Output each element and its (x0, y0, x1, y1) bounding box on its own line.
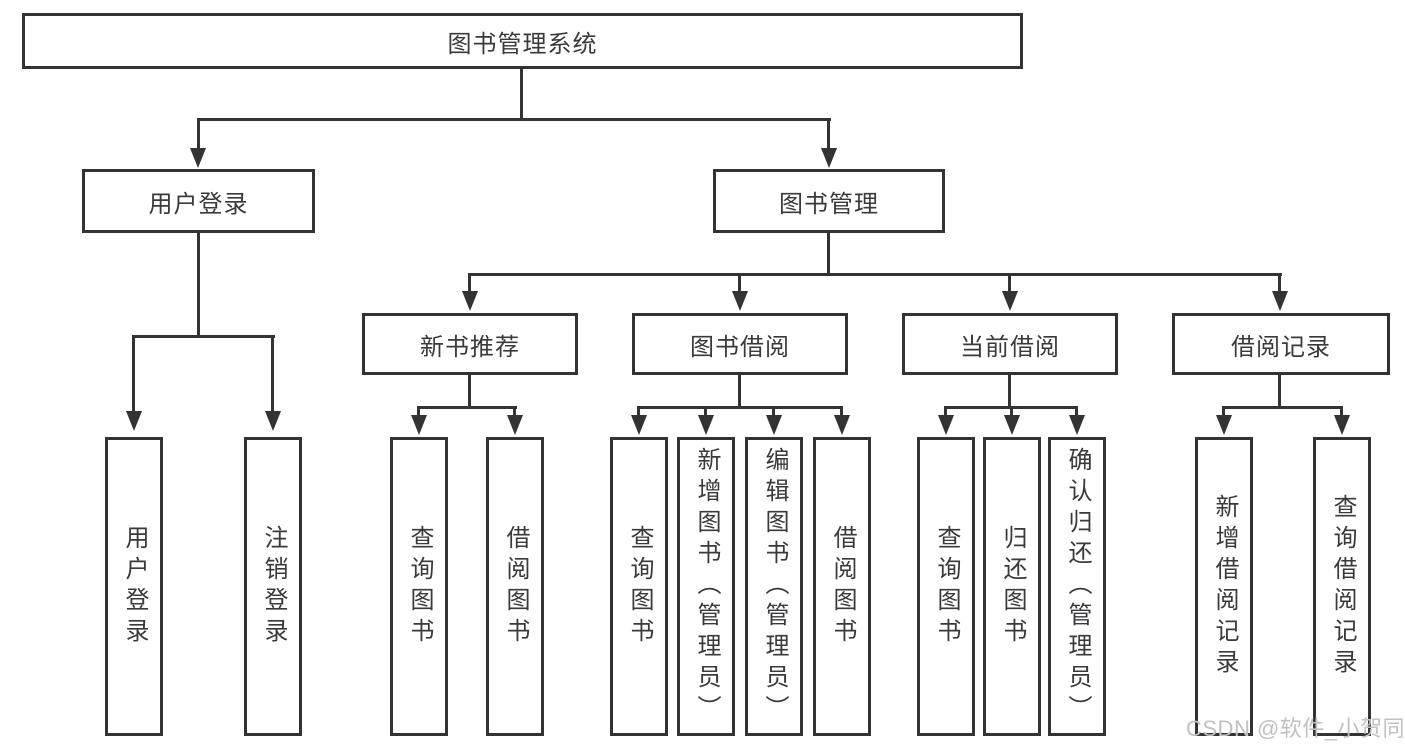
arrowhead-leaf-icon (1004, 415, 1020, 435)
connector-arrow-borrow-record-stem (1278, 273, 1281, 293)
connector-book-borrow-distributor (637, 406, 843, 409)
leaf-borrow-books-borrowing-label: 借阅图书 (829, 524, 856, 649)
arrowhead-borrow-record-icon (1272, 291, 1288, 311)
arrowhead-book-management-icon (821, 148, 837, 168)
connector-leaf-stem (637, 406, 640, 417)
leaf-query-books-current-label: 查询图书 (933, 524, 960, 649)
connector-arrow-book-borrow-stem (738, 273, 741, 293)
connector-arrow-current-borrow-stem (1008, 273, 1011, 293)
leaf-query-books-recommend: 查询图书 (390, 437, 448, 736)
leaf-add-books-admin: 新增图书（管理员） (677, 437, 735, 736)
leaf-logout: 注销登录 (244, 437, 302, 736)
leaf-edit-books-admin: 编辑图书（管理员） (745, 437, 803, 736)
leaf-query-books-borrowing: 查询图书 (610, 437, 668, 736)
leaf-query-books-borrowing-label: 查询图书 (626, 524, 653, 649)
arrowhead-leaf-icon (1069, 415, 1085, 435)
leaf-return-books: 归还图书 (983, 437, 1041, 736)
connector-leaf-stem (840, 406, 843, 417)
connector-leaf-stem (704, 406, 707, 417)
connector-current-borrow-stem (1008, 375, 1011, 406)
node-user-login: 用户登录 (82, 169, 315, 233)
connector-new-book-stem (468, 375, 471, 406)
leaf-return-books-label: 归还图书 (999, 524, 1026, 649)
arrowhead-book-borrow-icon (732, 291, 748, 311)
leaf-borrow-books-recommend: 借阅图书 (486, 437, 544, 736)
connector-leaf-stem (1010, 406, 1013, 417)
leaf-user-login-label: 用户登录 (121, 524, 148, 649)
leaf-query-borrow-record: 查询借阅记录 (1313, 437, 1371, 736)
leaf-add-books-admin-label: 新增图书（管理员） (693, 447, 720, 726)
arrowhead-leaf-icon (766, 415, 782, 435)
arrowhead-current-borrow-icon (1002, 291, 1018, 311)
node-user-login-label: 用户登录 (148, 190, 249, 218)
connector-arrow-book-management-stem (827, 118, 830, 150)
connector-leaf-stem (772, 406, 775, 417)
connector-leaf-stem (513, 406, 516, 417)
connector-arrow-login-leaf-stem (132, 335, 135, 413)
leaf-confirm-return-admin: 确认归还（管理员） (1048, 437, 1106, 736)
connector-user-login-stem (197, 233, 200, 335)
connector-borrow-record-stem (1278, 375, 1281, 406)
node-book-management: 图书管理 (713, 169, 945, 233)
leaf-logout-label: 注销登录 (260, 524, 287, 649)
leaf-borrow-books-borrowing: 借阅图书 (813, 437, 871, 736)
connector-arrow-user-login-stem (197, 118, 200, 150)
node-borrowing-records: 借阅记录 (1172, 313, 1390, 375)
connector-level2-distributor (468, 273, 1282, 276)
arrowhead-leaf-icon (1334, 415, 1350, 435)
connector-leaf-stem (944, 406, 947, 417)
node-current-borrowing: 当前借阅 (902, 313, 1118, 375)
connector-leaf-stem (1222, 406, 1225, 417)
arrowhead-leaf-icon (834, 415, 850, 435)
node-book-borrowing: 图书借阅 (632, 313, 848, 375)
arrowhead-logout-leaf-icon (265, 411, 281, 431)
arrowhead-new-book-icon (462, 291, 478, 311)
leaf-query-borrow-record-label: 查询借阅记录 (1329, 493, 1356, 680)
leaf-edit-books-admin-label: 编辑图书（管理员） (761, 447, 788, 726)
arrowhead-leaf-icon (411, 415, 427, 435)
arrowhead-leaf-icon (631, 415, 647, 435)
arrowhead-leaf-icon (1216, 415, 1232, 435)
leaf-confirm-return-admin-label: 确认归还（管理员） (1064, 447, 1091, 726)
connector-root-stem (520, 69, 523, 118)
node-current-borrowing-label: 当前借阅 (960, 333, 1060, 361)
node-root: 图书管理系统 (22, 13, 1023, 69)
connector-leaf-stem (417, 406, 420, 417)
connector-borrow-record-distributor (1222, 406, 1343, 409)
arrowhead-leaf-icon (507, 415, 523, 435)
arrowhead-leaf-icon (938, 415, 954, 435)
arrowhead-login-leaf-icon (126, 411, 142, 431)
leaf-user-login: 用户登录 (105, 437, 163, 736)
leaf-borrow-books-recommend-label: 借阅图书 (502, 524, 529, 649)
leaf-query-books-recommend-label: 查询图书 (406, 524, 433, 649)
leaf-query-books-current: 查询图书 (917, 437, 975, 736)
connector-arrow-new-book-stem (468, 273, 471, 293)
connector-new-book-distributor (417, 406, 517, 409)
leaf-add-borrow-record-label: 新增借阅记录 (1211, 493, 1238, 680)
node-book-borrowing-label: 图书借阅 (690, 333, 790, 361)
connector-book-borrow-stem (738, 375, 741, 406)
node-book-management-label: 图书管理 (779, 190, 879, 218)
leaf-add-borrow-record: 新增借阅记录 (1195, 437, 1253, 736)
connector-root-distributor (197, 118, 831, 121)
node-new-book-recommend: 新书推荐 (362, 313, 578, 375)
watermark: CSDN @软件_小贺同学 (1186, 716, 1405, 741)
node-new-book-recommend-label: 新书推荐 (420, 333, 520, 361)
connector-leaf-stem (1075, 406, 1078, 417)
connector-arrow-logout-leaf-stem (271, 335, 274, 413)
connector-leaf-stem (1340, 406, 1343, 417)
arrowhead-leaf-icon (698, 415, 714, 435)
node-root-label: 图书管理系统 (447, 30, 598, 58)
node-borrowing-records-label: 借阅记录 (1231, 333, 1331, 361)
arrowhead-user-login-icon (190, 148, 206, 168)
connector-user-login-distributor (132, 335, 275, 338)
connector-book-management-stem (827, 233, 830, 273)
